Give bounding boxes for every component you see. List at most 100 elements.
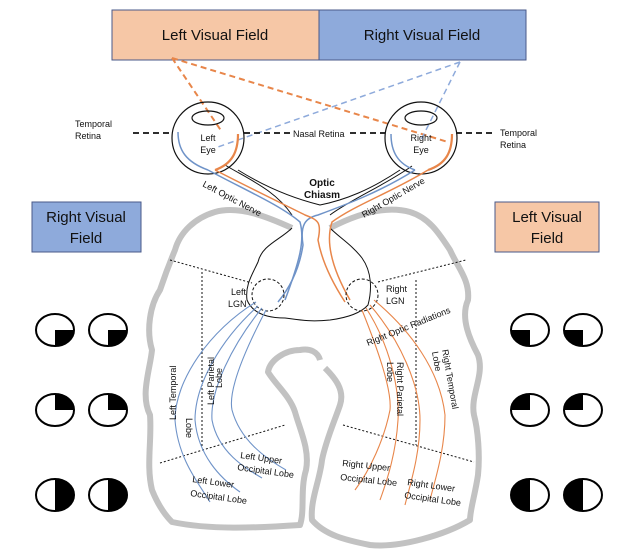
right-eye-nasal-retina [390, 133, 416, 171]
right-hemisphere-outline [308, 206, 483, 549]
field-defect-right-side-temporal-right-eye-icon [563, 313, 603, 347]
field-defect-left-side-parietal-left-eye-icon [35, 393, 75, 427]
visual-field-outline [563, 313, 603, 347]
left-temporal-retina-label: Temporal [75, 119, 112, 129]
left-lgn-label-2: LGN [228, 299, 247, 309]
optic-chiasm-label-1: Optic [309, 178, 335, 189]
left-upper-occipital-label-2: Occipital Lobe [237, 462, 295, 480]
field-loss-region [564, 479, 583, 511]
left-parietal-lobe-label: Left Parietal [206, 357, 216, 405]
left-field-to-left-eye [171, 57, 223, 133]
left-visual-field-box [111, 9, 320, 61]
field-loss-region [55, 330, 74, 346]
left-eye-ball [171, 101, 245, 175]
brain-outline [142, 206, 483, 549]
left-eye-label-1: Left [200, 133, 216, 143]
left-eye-temporal-retina [177, 131, 209, 171]
visual-field-outline [88, 478, 128, 512]
right-eye-label-2: Eye [413, 145, 429, 155]
right-optic-radiations [354, 299, 446, 506]
right-lgn-label-2: LGN [386, 296, 405, 306]
visual-field-outline [35, 313, 75, 347]
left-field-to-right-eye [171, 57, 449, 143]
visual-field-outline [510, 313, 550, 347]
visual-field-outline [563, 393, 603, 427]
visual-field-outline [88, 313, 128, 347]
right-field-to-right-eye [419, 61, 461, 143]
field-loss-region [511, 479, 530, 511]
thalamus-outline [246, 227, 371, 322]
visual-field-defects [35, 313, 603, 512]
right-eye-lens [404, 110, 438, 126]
top-banner: Left Visual Field Right Visual Field [111, 9, 527, 61]
left-optic-radiations [174, 301, 287, 503]
right-parietal-lobe-label-2: Lobe [385, 362, 395, 382]
field-loss-region [511, 394, 530, 410]
field-defect-left-side-occipital-left-eye-icon [35, 478, 75, 512]
svg-text:Right Visual: Right Visual [46, 209, 126, 226]
field-defect-right-side-parietal-left-eye-icon [510, 393, 550, 427]
right-visual-field-label: Right Visual Field [364, 27, 480, 44]
right-lgn [345, 278, 379, 312]
left-pathway-fibers [207, 169, 416, 303]
field-defect-left-side-temporal-left-eye-icon [35, 313, 75, 347]
optic-nerve-outline [224, 164, 413, 216]
right-optic-radiations-label: Right Optic Radiations [365, 305, 452, 348]
left-lgn [251, 278, 285, 312]
left-visual-field-label: Left Visual Field [162, 27, 268, 44]
field-loss-region [511, 330, 530, 346]
svg-text:Field: Field [531, 230, 564, 247]
field-loss-region [564, 330, 583, 346]
right-parietal-lobe-label: Right Parietal [395, 362, 405, 416]
right-temporal-retina-label: Temporal [500, 128, 537, 138]
right-eye-label-1: Right [410, 133, 432, 143]
field-loss-region [108, 394, 127, 410]
right-lgn-label-1: Right [386, 284, 408, 294]
left-visual-field-side-box: Left Visual Field [494, 201, 600, 253]
left-eye: Left Eye [171, 101, 245, 175]
optic-chiasm-label-2: Chiasm [304, 190, 340, 201]
right-eye: Right Eye [384, 101, 458, 175]
lobe-dividers [159, 259, 475, 464]
left-temporal-lobe-label-2: Lobe [184, 418, 194, 438]
field-loss-region [108, 479, 127, 511]
visual-field-outline [88, 393, 128, 427]
visual-field-outline [510, 478, 550, 512]
visual-field-outline [563, 478, 603, 512]
projection-lines [171, 57, 461, 149]
right-temporal-retina-label-2: Retina [500, 140, 526, 150]
left-hemisphere-outline [142, 207, 323, 531]
right-field-to-left-eye [214, 61, 461, 149]
field-defect-right-side-parietal-right-eye-icon [563, 393, 603, 427]
right-temporal-lobe-label-2: Lobe [430, 351, 443, 372]
left-eye-lens [191, 110, 225, 126]
left-temporal-retina-label-2: Retina [75, 131, 101, 141]
right-visual-field-box [318, 9, 527, 61]
left-eye-nasal-retina [214, 133, 240, 172]
field-defect-left-side-parietal-right-eye-icon [88, 393, 128, 427]
nasal-retina-label: Nasal Retina [293, 129, 345, 139]
field-defect-left-side-temporal-right-eye-icon [88, 313, 128, 347]
field-defect-left-side-occipital-right-eye-icon [88, 478, 128, 512]
left-lgn-label-1: Left [231, 287, 247, 297]
left-parietal-lobe-label-2: Lobe [214, 368, 224, 388]
field-loss-region [564, 394, 583, 410]
svg-text:Left Visual: Left Visual [512, 209, 582, 226]
field-loss-region [55, 394, 74, 410]
visual-field-outline [35, 478, 75, 512]
field-defect-right-side-temporal-left-eye-icon [510, 313, 550, 347]
right-visual-field-side-box: Right Visual Field [31, 201, 142, 253]
field-defect-right-side-occipital-right-eye-icon [563, 478, 603, 512]
field-loss-region [108, 330, 127, 346]
left-temporal-lobe-label: Left Temporal [168, 366, 178, 420]
right-pathway-fibers [214, 169, 429, 303]
field-loss-region [55, 479, 74, 511]
visual-field-outline [35, 393, 75, 427]
right-upper-occipital-label-2: Occipital Lobe [340, 472, 398, 488]
field-defect-right-side-occipital-left-eye-icon [510, 478, 550, 512]
right-upper-occipital-label: Right Upper [342, 458, 391, 473]
svg-text:Field: Field [70, 230, 103, 247]
left-lower-occipital-label: Left Lower [192, 474, 235, 490]
right-eye-temporal-retina [427, 133, 454, 172]
